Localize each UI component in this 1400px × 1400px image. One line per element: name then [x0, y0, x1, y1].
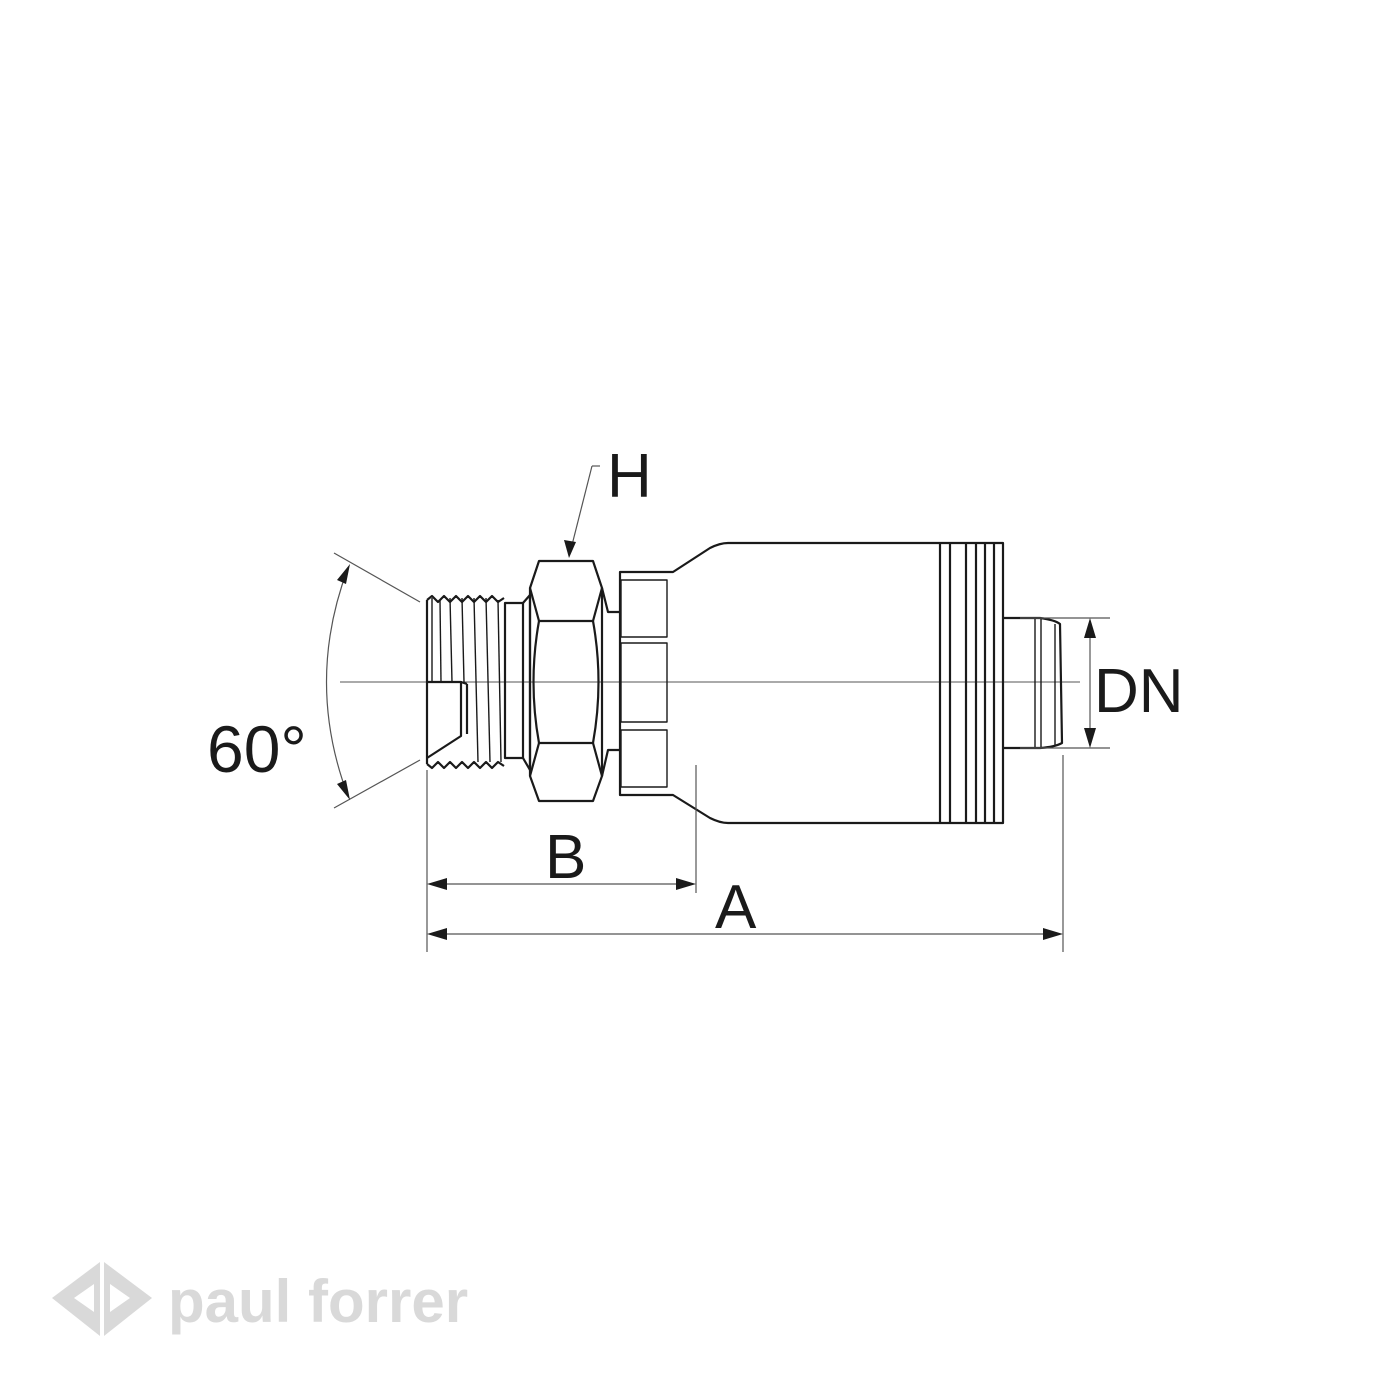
- paul-forrer-logo: paul forrer: [52, 1262, 468, 1336]
- angle-dimension: [325, 552, 421, 809]
- threaded-end: [425, 593, 532, 772]
- dn-dimension: [1020, 617, 1110, 749]
- length-a-label: A: [715, 873, 757, 942]
- hex-nut: [528, 559, 620, 803]
- logo-text: paul forrer: [168, 1268, 468, 1335]
- diameter-label: DN: [1094, 657, 1184, 726]
- hex-label: H: [607, 442, 652, 511]
- insert-tail: [1003, 616, 1064, 750]
- ferrule: [618, 541, 1005, 825]
- angle-label: 60°: [207, 712, 307, 786]
- hex-leader: [571, 465, 600, 546]
- length-b-label: B: [545, 823, 586, 892]
